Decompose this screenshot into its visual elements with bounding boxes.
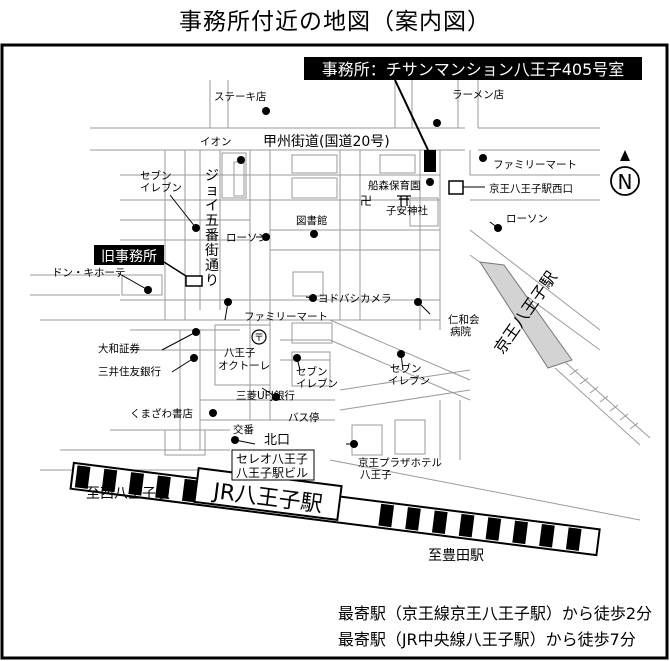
ramen-label: ラーメン店: [452, 88, 504, 101]
access-keio: 最寄駅（京王線京王八王子駅）から徒歩2分: [337, 604, 652, 623]
octore-label-1: 八王子: [224, 347, 256, 359]
mitsui-label: 三井住友銀行: [98, 365, 161, 378]
daiwa-label: 大和証券: [98, 342, 140, 355]
steak-label: ステーキ店: [214, 90, 267, 103]
keio-west-exit-label: 京王八王子駅西口: [489, 182, 573, 195]
svg-text:ジ: ジ: [205, 168, 219, 184]
page-title: 事務所付近の地図（案内図）: [179, 9, 491, 35]
seven-c-label-1: セブン: [296, 365, 328, 378]
office-banner[interactable]: [304, 57, 642, 80]
seven-se-label-2: イレブン: [388, 374, 430, 387]
kita-guchi-label: 北口: [264, 433, 290, 448]
north-letter: N: [618, 170, 633, 194]
yodobashi-label: ヨドバシカメラ: [318, 293, 392, 305]
celeo-box: [231, 449, 315, 481]
office-label: 事務所：チサンマンション八王子405号室: [322, 60, 625, 79]
svg-text:通: 通: [205, 258, 219, 274]
celeo-label-1: セレオ八王子: [236, 452, 308, 466]
office-pointer-line: [394, 79, 429, 151]
keio-plaza-label-1: 京王プラザホテル: [358, 456, 442, 469]
celeo-label-2: 八王子駅ビル: [236, 466, 308, 480]
funakoshi-label: 船森保育園: [368, 179, 421, 192]
building-outlines: [121, 152, 439, 456]
lawson-e-label: ローソン: [506, 213, 548, 225]
post-office-icon: 〒: [251, 329, 267, 345]
keio-plaza-label-2: 八王子: [360, 469, 392, 481]
keio-west-exit-marker: [448, 180, 464, 195]
aeon-label: イオン: [200, 136, 232, 148]
leader-lines: [117, 194, 499, 445]
seven-c-label-2: イレブン: [296, 377, 338, 390]
keio-track-ladder: [554, 361, 651, 446]
svg-text:五: 五: [205, 213, 219, 229]
to-nishi-hachioji-label: 至西八王子駅: [86, 486, 170, 502]
keio-line-strip: [479, 261, 573, 369]
svg-text:イ: イ: [205, 198, 219, 214]
familymart-c-label: ファミリーマート: [244, 311, 328, 323]
joi-gobangai-label: ジ ョ イ 五 番 街 通 り: [205, 168, 219, 289]
old-office-label: 旧事務所: [101, 249, 157, 265]
jinwakai-label-1: 仁和会: [448, 313, 480, 326]
svg-text:〒: 〒: [254, 333, 264, 344]
seven-nw-label-1: セブン: [140, 169, 172, 182]
office-building-marker: [424, 150, 436, 172]
old-office-banner: [94, 245, 164, 265]
seven-nw-label-2: イレブン: [140, 181, 182, 194]
old-office-marker: [185, 275, 203, 287]
svg-text:番: 番: [205, 228, 219, 244]
mufj-label: 三菱UFJ銀行: [236, 389, 295, 402]
familymart-ne-label: ファミリーマート: [493, 159, 577, 171]
koyasu-label: 子安神社: [386, 204, 428, 217]
library-label: 図書館: [296, 214, 328, 227]
old-office-pointer: [163, 261, 187, 277]
koshu-kaido-label: 甲州街道(国道20号): [263, 134, 390, 150]
bus-stop-label: バス停: [288, 411, 320, 424]
north-arrow: N: [610, 150, 640, 196]
lawson-c-label: ローソン: [226, 232, 268, 244]
jinwakai-label-2: 病院: [450, 325, 471, 338]
koban-label: 交番: [233, 423, 254, 436]
seven-se-label-1: セブン: [390, 362, 422, 375]
kumazawa-label: くまざわ書店: [130, 407, 193, 420]
svg-text:ョ: ョ: [205, 183, 219, 199]
donki-label: ドン・キホーテ: [52, 267, 126, 279]
shrine-icon: [397, 195, 411, 206]
octore-label-2: オクトーレ: [218, 360, 270, 372]
svg-text:街: 街: [205, 243, 219, 259]
access-jr: 最寄駅（JR中央線八王子駅）から徒歩7分: [337, 630, 636, 649]
access-info: 最寄駅（京王線京王八王子駅）から徒歩2分 最寄駅（JR中央線八王子駅）から徒歩7…: [338, 601, 652, 653]
svg-text:り: り: [205, 273, 219, 289]
temple-icon: 卍: [360, 194, 372, 208]
to-toyoda-label: 至豊田駅: [428, 548, 484, 564]
